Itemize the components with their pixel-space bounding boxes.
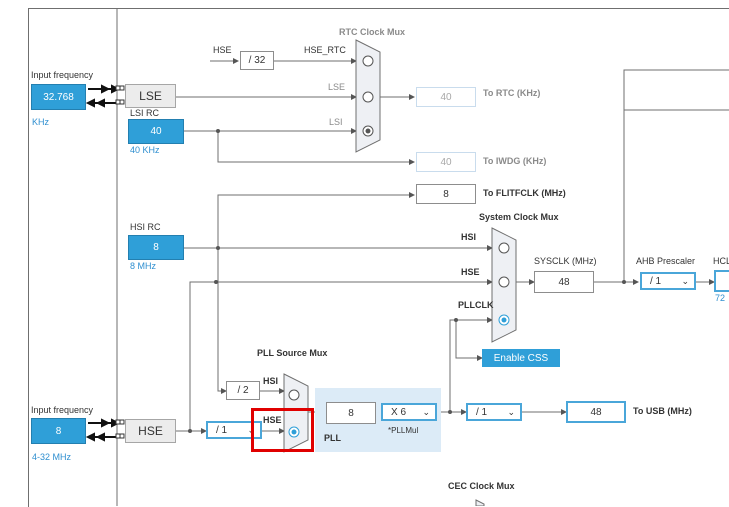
ahb-prescaler-label: AHB Prescaler (636, 256, 696, 266)
hcl-value: 72 (715, 293, 726, 303)
cec-mux-title: CEC Clock Mux (448, 481, 515, 491)
lsi-rc-unit: 40 KHz (130, 145, 160, 155)
pll-source-mux-title: PLL Source Mux (257, 348, 328, 358)
usb-prescaler-select[interactable]: / 1 ⌄ (466, 403, 522, 421)
rtc-lse-label: LSE (328, 82, 346, 92)
usb-prescaler-value: / 1 (476, 406, 488, 418)
cec-mux-shape (475, 499, 485, 506)
hse-prediv-select[interactable]: / 1 ⌄ (206, 421, 262, 439)
to-usb-label: To USB (MHz) (633, 406, 692, 416)
chevron-down-icon: ⌄ (422, 407, 430, 417)
lse-frequency-unit: KHz (32, 117, 50, 127)
lsi-rc-value: 40 (128, 119, 184, 144)
pll-input-value: 8 (326, 402, 376, 424)
hse-input-frequency-label: Input frequency (31, 405, 94, 415)
flitfclk-value: 8 (416, 184, 476, 204)
hcl-box[interactable] (714, 270, 729, 292)
chevron-down-icon: ⌄ (507, 407, 515, 417)
rtc-hse-rtc-label: HSE_RTC (304, 45, 346, 55)
ahb-prescaler-select[interactable]: / 1 ⌄ (640, 272, 696, 290)
system-mux-hsi-label: HSI (461, 232, 477, 242)
hcl-label: HCL (713, 256, 729, 266)
flitfclk-label: To FLITFCLK (MHz) (483, 188, 566, 198)
lse-input-frequency-label: Input frequency (31, 70, 94, 80)
chevron-down-icon: ⌄ (681, 276, 689, 286)
hse-selection-highlight (251, 408, 314, 452)
rtc-mux-title: RTC Clock Mux (339, 27, 406, 37)
pll-mul-select[interactable]: X 6 ⌄ (381, 403, 437, 421)
to-iwdg-value: 40 (416, 152, 476, 172)
pll-mul-value: X 6 (391, 406, 407, 418)
enable-css-button[interactable]: Enable CSS (482, 349, 560, 367)
to-iwdg-label: To IWDG (KHz) (483, 156, 547, 166)
sysclk-value[interactable]: 48 (534, 271, 594, 293)
system-mux-hse-label: HSE (461, 267, 480, 277)
lse-input-frequency-field[interactable]: 32.768 (31, 84, 86, 110)
pll-src-hsi-label: HSI (263, 376, 279, 386)
to-rtc-label: To RTC (KHz) (483, 88, 541, 98)
ahb-prescaler-value: / 1 (650, 275, 662, 287)
hse-input-frequency-field[interactable]: 8 (31, 418, 86, 444)
lsi-rc-label: LSI RC (130, 108, 160, 118)
usb-clock-value[interactable]: 48 (566, 401, 626, 423)
hsi-rc-unit: 8 MHz (130, 261, 157, 271)
system-mux-pllclk-label: PLLCLK (458, 300, 494, 310)
sysclk-label: SYSCLK (MHz) (534, 256, 597, 266)
to-rtc-value: 40 (416, 87, 476, 107)
hsi-div2-box: / 2 (226, 381, 260, 400)
rtc-hse-divider: / 32 (240, 51, 274, 70)
hsi-rc-value: 8 (128, 235, 184, 260)
rtc-lsi-label: LSI (329, 117, 343, 127)
pll-label: PLL (324, 433, 341, 443)
hse-frequency-unit: 4-32 MHz (32, 452, 72, 462)
pll-src-hse-label: HSE (263, 415, 282, 425)
lse-oscillator[interactable]: LSE (125, 84, 176, 108)
hsi-rc-label: HSI RC (130, 222, 161, 232)
pll-mul-label: *PLLMul (388, 426, 419, 435)
rtc-hse-input-label: HSE (213, 45, 232, 55)
system-clock-mux-title: System Clock Mux (479, 212, 559, 222)
hse-oscillator[interactable]: HSE (125, 419, 176, 443)
hse-prediv-value: / 1 (216, 424, 228, 436)
